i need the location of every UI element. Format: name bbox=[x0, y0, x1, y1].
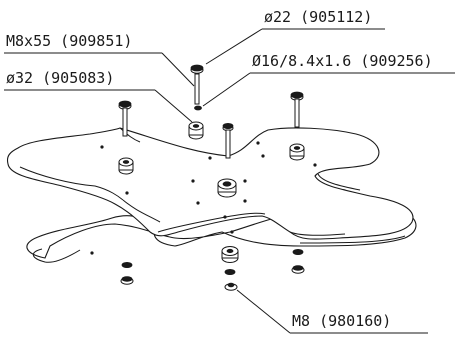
bolt-label: M8x55 (909851) bbox=[6, 32, 132, 50]
washer-flat-label: Ø16/8.4x1.6 (909256) bbox=[252, 52, 433, 70]
washer-large-label: ø32 (905083) bbox=[6, 69, 114, 87]
plate-holes bbox=[90, 141, 317, 255]
upper-plate bbox=[6, 127, 414, 240]
nuts-bottom bbox=[120, 246, 305, 291]
bolts-top bbox=[118, 64, 304, 159]
nut-label: M8 (980160) bbox=[292, 312, 391, 330]
spacers bbox=[118, 121, 305, 175]
washer-small-label: ø22 (905112) bbox=[264, 8, 372, 26]
callout-leaders bbox=[4, 28, 455, 334]
center-hub bbox=[217, 178, 237, 198]
